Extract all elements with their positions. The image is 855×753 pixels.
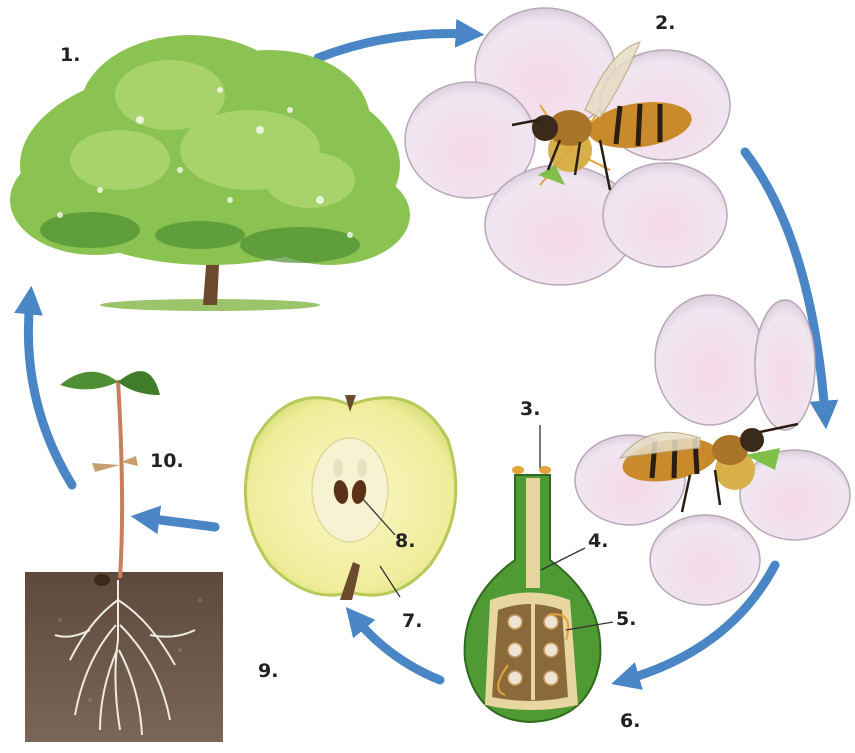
- seedling-icon: [25, 371, 223, 742]
- arrow-tree-to-flower: [318, 34, 470, 59]
- label-9: 9.: [258, 660, 278, 682]
- label-3: 3.: [520, 398, 540, 420]
- arrow-apple-to-seedling: [145, 518, 215, 527]
- label-6: 6.: [620, 710, 640, 732]
- label-4: 4.: [588, 530, 608, 552]
- flower-with-bee-icon: [575, 295, 850, 605]
- tree-icon: [10, 35, 410, 311]
- label-1: 1.: [60, 44, 80, 66]
- label-7: 7.: [402, 610, 422, 632]
- apple-half-icon: [245, 395, 455, 600]
- arrow-ovary-to-apple: [355, 618, 440, 680]
- arrow-seedling-to-tree: [28, 300, 72, 485]
- label-10: 10.: [150, 450, 184, 472]
- label-5: 5.: [616, 608, 636, 630]
- label-2: 2.: [655, 12, 675, 34]
- label-8: 8.: [395, 530, 415, 552]
- flower-with-bee-icon: [405, 8, 730, 285]
